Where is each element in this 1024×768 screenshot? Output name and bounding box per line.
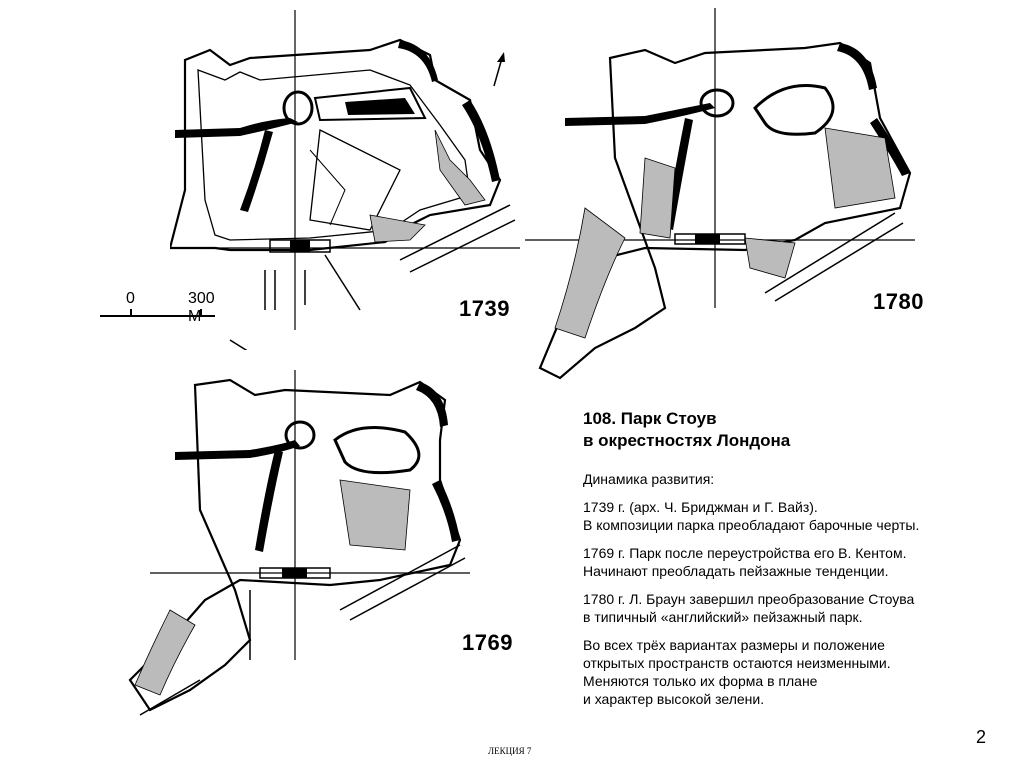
plan-1769 [110,370,470,730]
north-arrow-icon [488,50,508,95]
caption-title-line: 108. Парк Стоув [583,409,717,428]
scale-bar: 0 300 М [100,290,230,330]
plan-1780 [525,8,925,388]
caption-line: Динамика развития: [583,471,715,487]
caption-line: открытых пространств остаются неизменным… [583,655,891,671]
caption-line: в типичный «английский» пейзажный парк. [583,609,863,625]
caption-line: 1780 г. Л. Браун завершил преобразование… [583,591,915,607]
caption-line: и характер высокой зелени. [583,691,765,707]
scale-tick [130,309,132,317]
plan-1739 [170,10,520,350]
scale-zero: 0 [126,290,135,307]
year-label-1739: 1739 [459,296,510,321]
caption-paragraph: 1739 г. (арх. Ч. Бриджман и Г. Вайз). В … [583,498,1003,534]
caption-line: Во всех трёх вариантах размеры и положен… [583,637,885,653]
caption-line: 1769 г. Парк после переустройства его В.… [583,545,907,561]
caption-paragraph: Динамика развития: [583,470,1003,488]
scale-tick [200,309,202,317]
year-label-1769: 1769 [462,630,513,655]
scale-line [100,315,215,317]
caption-line: Меняются только их форма в плане [583,673,818,689]
scale-distance: 300 М [188,290,215,325]
caption-paragraph: Во всех трёх вариантах размеры и положен… [583,636,1003,708]
footer-label: ЛЕКЦИЯ 7 [488,746,532,756]
caption-title-line: в окрестностях Лондона [583,431,791,450]
caption-line: 1739 г. (арх. Ч. Бриджман и Г. Вайз). [583,499,818,515]
caption-paragraph: 1780 г. Л. Браун завершил преобразование… [583,590,1003,626]
page-number: 2 [976,727,987,747]
caption-block: 108. Парк Стоув в окрестностях Лондона Д… [583,408,1003,718]
caption-line: В композиции парка преобладают барочные … [583,517,920,533]
caption-line: Начинают преобладать пейзажные тенденции… [583,563,889,579]
caption-title: 108. Парк Стоув в окрестностях Лондона [583,408,1003,452]
year-label-1780: 1780 [873,289,924,314]
caption-paragraph: 1769 г. Парк после переустройства его В.… [583,544,1003,580]
